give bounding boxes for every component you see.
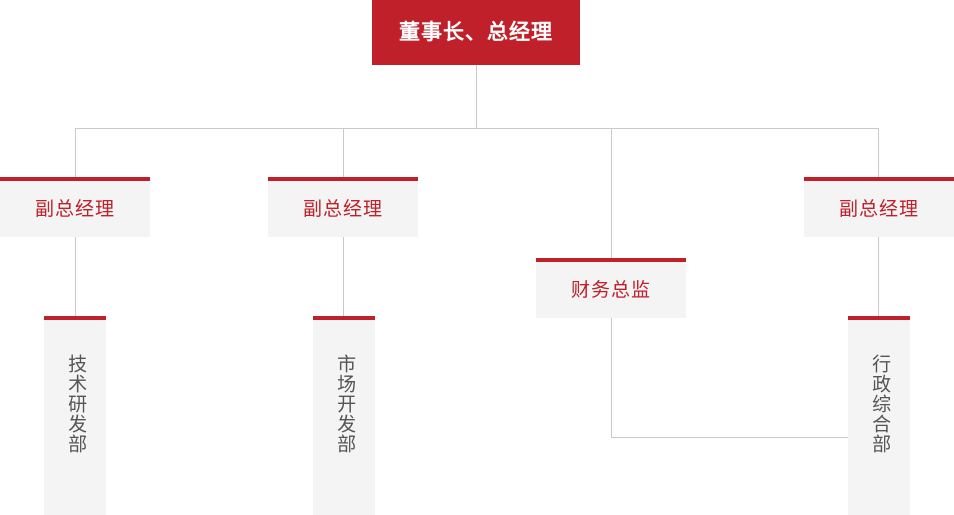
node-label: 行政综合部 bbox=[869, 354, 891, 454]
node-department-rd[interactable]: 技术研发部 bbox=[44, 316, 106, 515]
connector-dgm1-to-rd-dept bbox=[75, 237, 76, 316]
connector-root-stem bbox=[476, 65, 477, 129]
connector-dgm3-to-admin-dept bbox=[878, 237, 879, 316]
node-department-market-development[interactable]: 市场开发部 bbox=[313, 316, 375, 515]
connector-distribution-bar bbox=[75, 128, 879, 129]
node-label: 市场开发部 bbox=[334, 354, 356, 454]
node-label: 副总经理 bbox=[34, 198, 115, 220]
node-deputy-general-manager-2[interactable]: 副总经理 bbox=[268, 177, 418, 237]
node-deputy-general-manager-3[interactable]: 副总经理 bbox=[804, 177, 954, 237]
node-label: 副总经理 bbox=[302, 198, 383, 220]
connector-branch-3 bbox=[611, 128, 612, 258]
connector-finance-director-drop bbox=[611, 318, 612, 437]
node-label: 技术研发部 bbox=[65, 354, 87, 454]
connector-dgm2-to-market-dept bbox=[343, 237, 344, 316]
node-department-administration[interactable]: 行政综合部 bbox=[848, 316, 910, 515]
node-label: 董事长、总经理 bbox=[399, 21, 553, 44]
node-label: 副总经理 bbox=[838, 198, 919, 220]
node-finance-director[interactable]: 财务总监 bbox=[536, 258, 686, 318]
node-chairman-general-manager[interactable]: 董事长、总经理 bbox=[372, 0, 580, 65]
connector-finance-director-to-admin-dept bbox=[611, 437, 850, 438]
connector-branch-1 bbox=[75, 128, 76, 177]
connector-branch-4 bbox=[878, 128, 879, 177]
connector-branch-2 bbox=[343, 128, 344, 177]
node-label: 财务总监 bbox=[570, 279, 651, 301]
node-deputy-general-manager-1[interactable]: 副总经理 bbox=[0, 177, 150, 237]
